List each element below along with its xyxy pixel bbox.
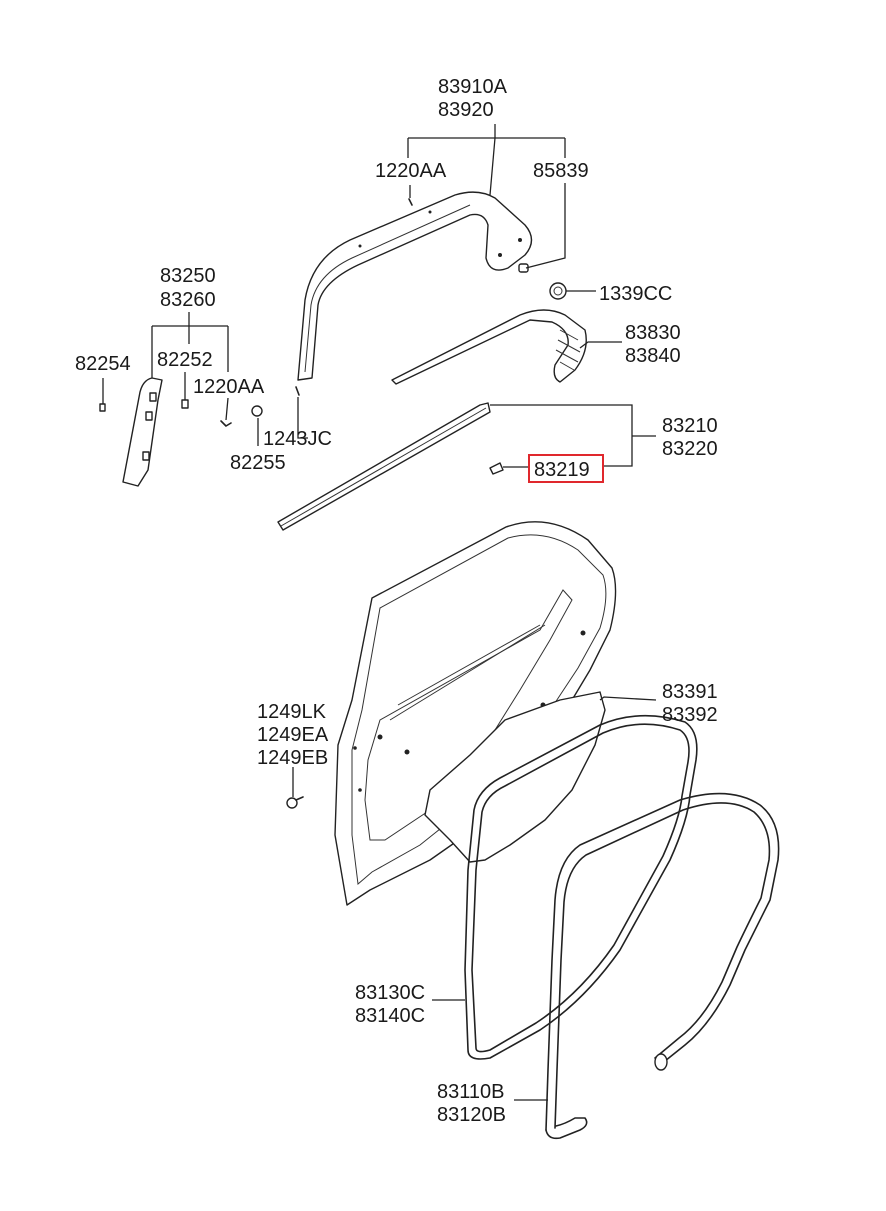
label-82252: 82252 xyxy=(157,349,213,371)
label-1249LK: 1249LK xyxy=(257,701,327,723)
label-1243JC: 1243JC xyxy=(263,428,332,450)
label-83260: 83260 xyxy=(160,289,216,311)
frame-moulding-part xyxy=(297,191,533,381)
label-85839: 85839 xyxy=(533,160,589,182)
label-83120B: 83120B xyxy=(437,1104,506,1126)
screw-1220AA-top xyxy=(408,198,413,206)
nut-1339CC xyxy=(549,282,567,300)
outer-belt-moulding-part xyxy=(391,309,587,385)
label-83392: 83392 xyxy=(662,704,718,726)
label-83920: 83920 xyxy=(438,99,494,121)
sealing-cover-part xyxy=(424,691,606,863)
label-83140C: 83140C xyxy=(355,1005,425,1027)
bolt-1249 xyxy=(286,796,304,809)
belt-weatherstrip-part xyxy=(277,402,491,531)
label-1249EA: 1249EA xyxy=(257,724,329,746)
label-82254: 82254 xyxy=(75,353,131,375)
opening-weatherstrip-part xyxy=(464,714,698,1060)
label-83210: 83210 xyxy=(662,415,718,437)
label-83910A: 83910A xyxy=(438,76,508,98)
clip-83219 xyxy=(489,462,504,475)
label-83250: 83250 xyxy=(160,265,216,287)
label-83219: 83219 xyxy=(534,459,590,481)
label-83110B: 83110B xyxy=(437,1081,504,1103)
label-82255: 82255 xyxy=(230,452,286,474)
label-83220: 83220 xyxy=(662,438,718,460)
label-83391: 83391 xyxy=(662,681,718,703)
label-1220AA-top: 1220AA xyxy=(375,160,447,182)
label-83840: 83840 xyxy=(625,345,681,367)
label-83830: 83830 xyxy=(625,322,681,344)
leader-lines xyxy=(102,124,657,1101)
label-1249EB: 1249EB xyxy=(257,747,328,769)
door-weatherstrip-part xyxy=(545,792,780,1140)
label-1339CC: 1339CC xyxy=(599,283,672,305)
part-labels: 83910A 83920 1220AA 85839 1339CC 83250 8… xyxy=(75,76,718,1126)
highlight-box-83219 xyxy=(528,454,604,483)
sash-bracket-part xyxy=(122,377,163,487)
label-83130C: 83130C xyxy=(355,982,425,1004)
label-1220AA-mid: 1220AA xyxy=(193,376,265,398)
